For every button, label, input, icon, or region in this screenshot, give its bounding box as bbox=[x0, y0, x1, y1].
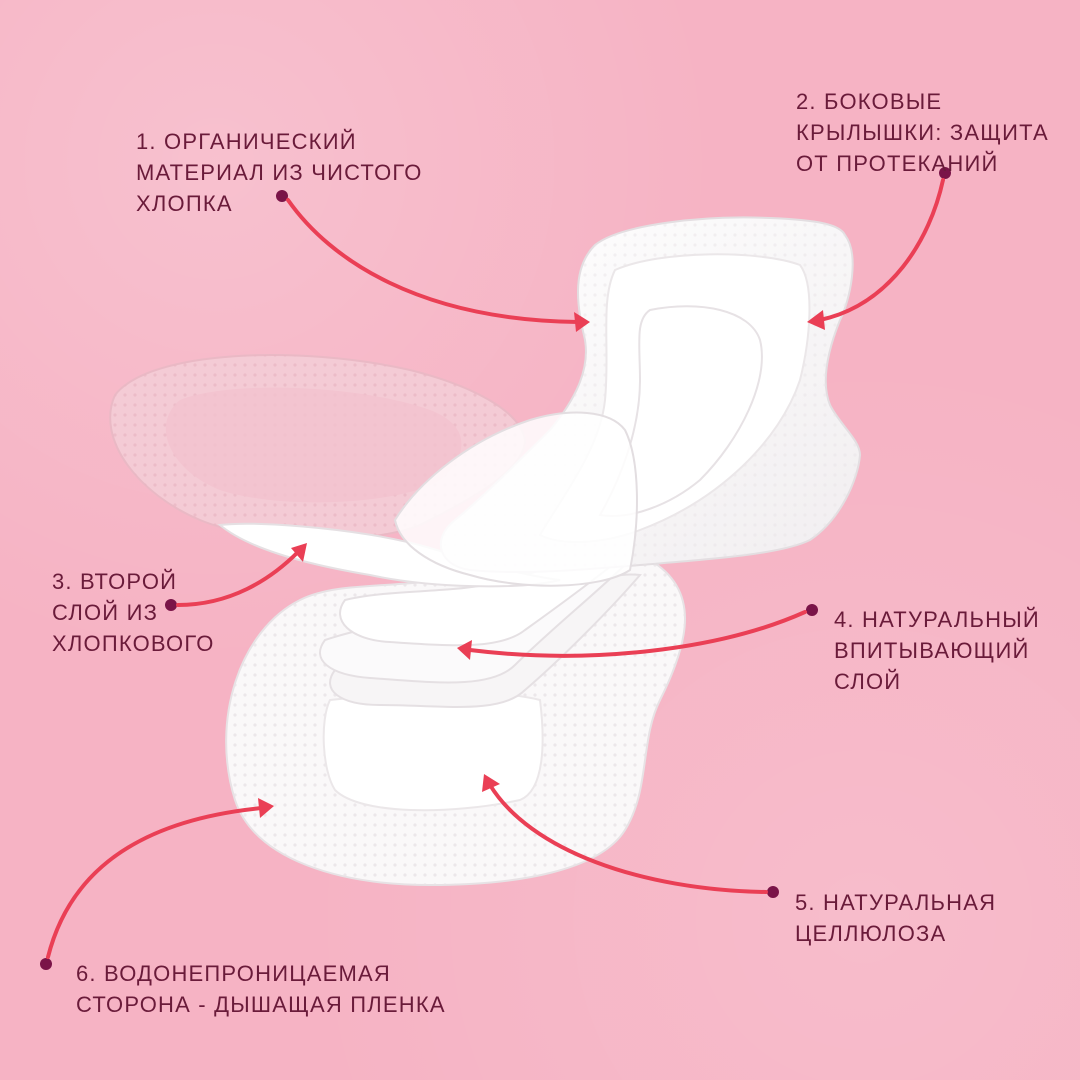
arrow-2 bbox=[807, 167, 951, 330]
label-side-wings: 2. Боковые крылышки: защита от протекани… bbox=[796, 89, 1049, 176]
label-absorbent-layer: 4. Натуральный впитывающий слой bbox=[834, 607, 1040, 694]
label-second-layer: 3. Второй слой из хлопкового bbox=[52, 569, 215, 656]
arrow-5 bbox=[482, 774, 779, 898]
lifted-top-sheet bbox=[393, 411, 638, 587]
arrow-1 bbox=[276, 190, 590, 332]
arrow-3 bbox=[165, 543, 307, 611]
label-organic-cotton: 1. Органический материал из чистого хлоп… bbox=[136, 129, 423, 216]
cellulose-core bbox=[322, 691, 544, 812]
label-cellulose: 5. Натуральная целлюлоза bbox=[795, 890, 997, 946]
arrow-4 bbox=[457, 604, 818, 660]
arrow-6 bbox=[40, 798, 274, 970]
label-waterproof-film: 6. Водонепроницаемая сторона - дышащая п… bbox=[76, 961, 446, 1017]
